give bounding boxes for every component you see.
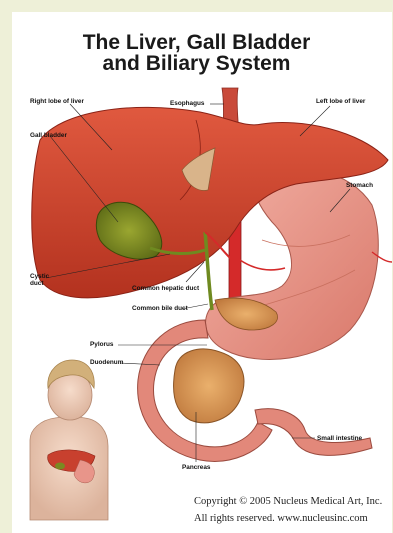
title-line-1: The Liver, Gall Bladder [0,32,393,54]
label-common-bile-duct: Common bile duct [132,305,188,312]
label-duodenum: Duodenum [90,359,123,366]
label-esophagus: Esophagus [170,100,204,107]
child-gallbladder-mini [55,463,65,470]
title-line-2: and Biliary System [0,53,393,75]
label-cystic-duct-line2: duct [30,280,44,287]
label-pancreas: Pancreas [182,464,210,471]
label-common-hepatic-duct: Common hepatic duct [132,285,199,292]
label-stomach: Stomach [346,182,373,189]
pancreas-shape [174,349,244,423]
label-pylorus: Pylorus [90,341,113,348]
label-gall-bladder: Gall bladder [30,132,67,139]
child-figure [30,360,108,520]
copyright-line-1: Copyright © 2005 Nucleus Medical Art, In… [194,496,382,507]
label-cystic-duct-line1: Cystic [30,273,49,280]
label-right-lobe: Right lobe of liver [30,98,84,105]
small-intestine-shape [255,409,372,456]
gastric-artery-shape [240,260,285,270]
label-left-lobe: Left lobe of liver [316,98,365,105]
copyright-line-2: All rights reserved. www.nucleusinc.com [194,513,368,524]
label-small-intestine: Small intestine [317,435,362,442]
